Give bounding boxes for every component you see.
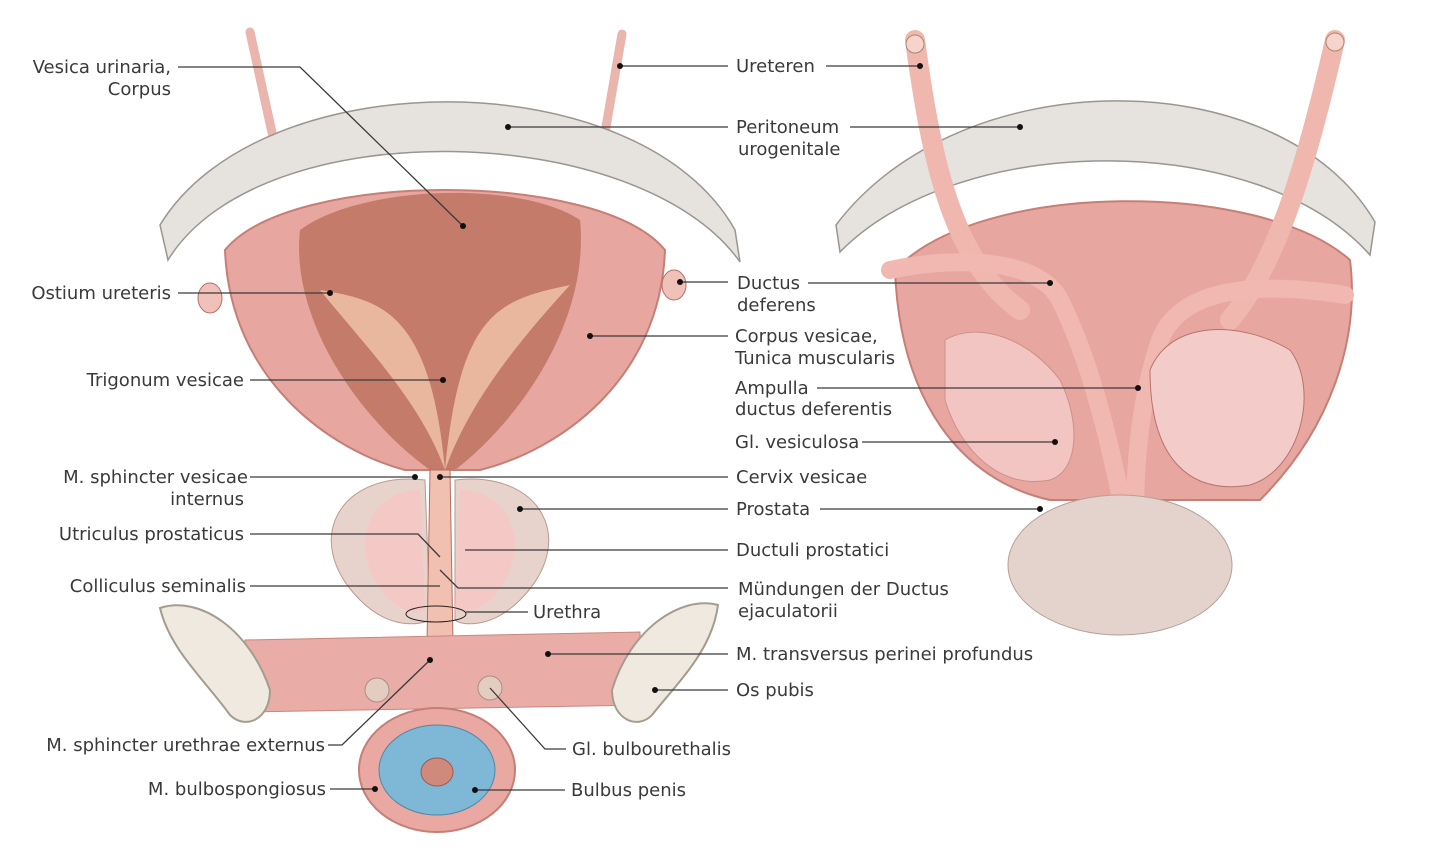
label-trigonum-vesicae: Trigonum vesicae — [86, 370, 244, 391]
ductus-deferens-left — [881, 253, 1134, 529]
label-muendungen: Mündungen der Ductus — [738, 579, 949, 600]
prostate-gland-tissue — [365, 490, 425, 613]
urethra-ring — [405, 605, 467, 623]
label-vesica-corpus: Corpus — [108, 79, 171, 100]
label-tunica-muscularis: Tunica muscularis — [734, 348, 895, 369]
label-gl-bulbourethralis: Gl. bulbourethalis — [572, 739, 731, 760]
label-vesica-urinaria: Vesica urinaria, — [33, 57, 171, 78]
label-deferens: deferens — [737, 295, 816, 316]
os-pubis-left — [158, 604, 272, 723]
gl-vesiculosa-right-section — [1149, 329, 1305, 488]
transversus-muscle — [244, 631, 641, 713]
labels-left: Vesica urinaria, Corpus Ostium ureteris … — [31, 57, 326, 800]
label-sphincter-vesicae: M. sphincter vesicae — [63, 467, 248, 488]
ureter-left-post — [905, 30, 1030, 320]
label-ampulla: Ampulla — [735, 378, 809, 399]
label-ductuli-prostatici: Ductuli prostatici — [736, 540, 889, 561]
prostate-gland-tissue — [455, 490, 515, 613]
os-pubis-right — [610, 602, 720, 723]
ureter-orifice-left — [197, 282, 223, 314]
label-prostata: Prostata — [736, 499, 810, 520]
label-sphincter-vesicae-internus: internus — [170, 489, 244, 510]
label-gl-vesiculosa: Gl. vesiculosa — [735, 432, 859, 453]
label-corpus-vesicae: Corpus vesicae, — [735, 326, 878, 347]
frontal-section-illustration — [158, 27, 741, 833]
ductus-deferens-right — [1126, 279, 1354, 529]
label-utriculus: Utriculus prostaticus — [59, 524, 244, 545]
trigone — [320, 285, 570, 470]
leader-lines — [178, 63, 1141, 793]
label-ostium-ureteris: Ostium ureteris — [31, 283, 171, 304]
posterior-view-illustration — [835, 30, 1376, 636]
labels-middle: Ureteren Peritoneum urogenitale Ductus d… — [533, 56, 1033, 801]
label-urethra: Urethra — [533, 602, 601, 623]
label-ductus-deferentis: ductus deferentis — [735, 399, 892, 420]
label-peritoneum: Peritoneum — [736, 117, 839, 138]
ureter-orifice-right — [661, 269, 687, 301]
label-urogenitale: urogenitale — [738, 139, 841, 160]
peritoneum-right — [835, 100, 1376, 257]
label-colliculus: Colliculus seminalis — [70, 576, 246, 597]
peritoneum-left — [159, 101, 741, 263]
label-transversus: M. transversus perinei profundus — [736, 644, 1033, 665]
urethra-bulb — [420, 757, 454, 787]
label-ductus: Ductus — [737, 273, 800, 294]
bladder-lumen — [299, 192, 581, 470]
gl-vesiculosa-left — [944, 331, 1075, 482]
gl-bulbourethralis-left — [364, 677, 390, 703]
label-cervix-vesicae: Cervix vesicae — [736, 467, 867, 488]
label-os-pubis: Os pubis — [736, 680, 814, 701]
label-sphincter-urethrae: M. sphincter urethrae externus — [46, 735, 325, 756]
label-bulbospongiosus: M. bulbospongiosus — [148, 779, 326, 800]
label-ureteren: Ureteren — [736, 56, 815, 77]
prostata-posterior — [1007, 494, 1233, 636]
label-ejaculatorii: ejaculatorii — [738, 601, 838, 622]
label-bulbus-penis: Bulbus penis — [571, 780, 686, 801]
